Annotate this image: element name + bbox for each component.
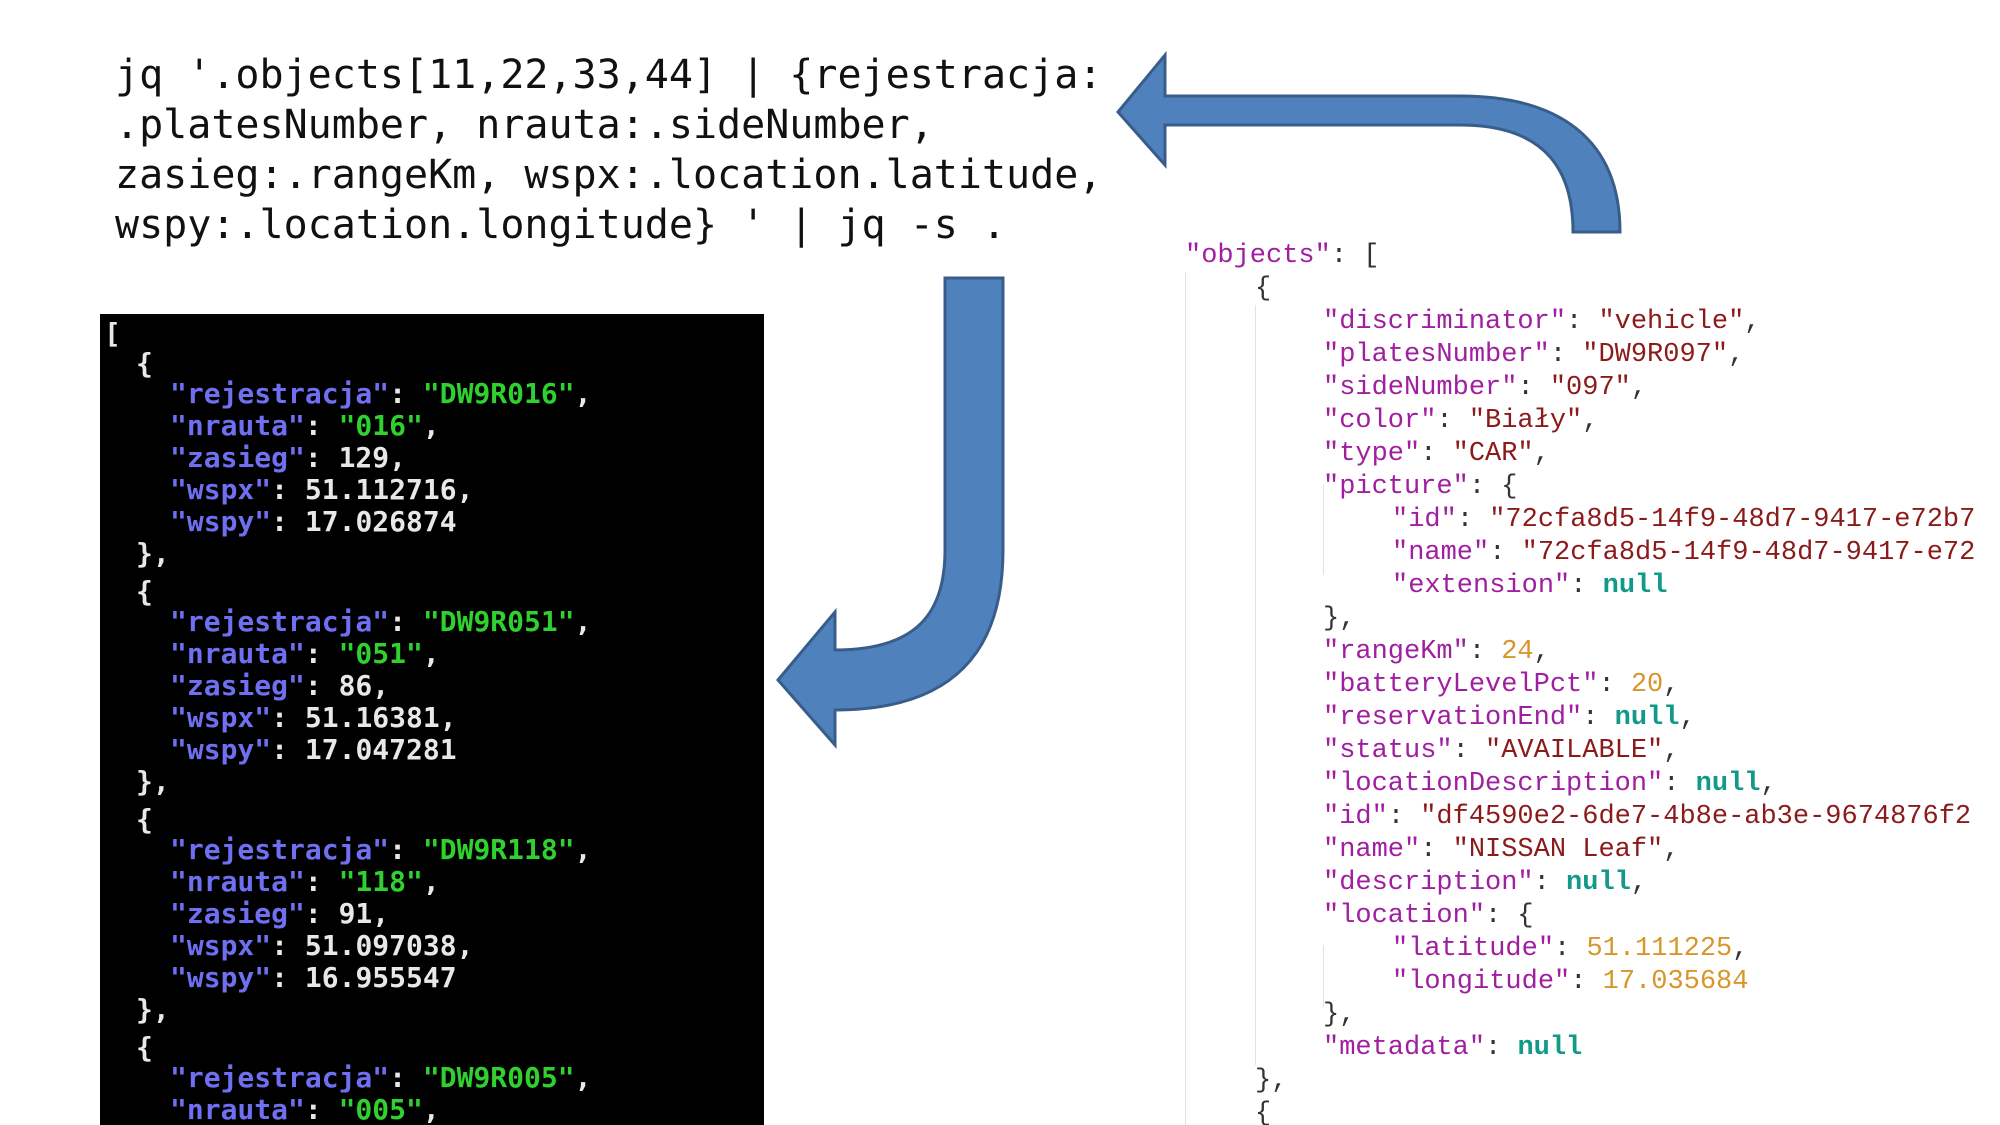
terminal-line: { [136,575,153,608]
terminal-line: { [136,803,153,836]
terminal-line: "nrauta": "118", [170,865,440,898]
jq-command-line: jq '.objects[11,22,33,44] | {rejestracja… [115,52,1103,98]
jq-command-line: wspy:.location.longitude} ' | jq -s . [115,202,1007,248]
terminal-line: "nrauta": "016", [170,409,440,442]
json-line: "status": "AVAILABLE", [1323,736,1680,766]
terminal-line: "nrauta": "051", [170,637,440,670]
indent-guide [1185,272,1186,1125]
terminal-line: "wspx": 51.16381, [170,701,457,734]
json-line: "picture": { [1323,472,1518,502]
curved-arrow-left-icon [1116,50,1622,234]
json-line: "platesNumber": "DW9R097", [1323,340,1745,370]
json-line: "name": "72cfa8d5-14f9-48d7-9417-e72 [1392,538,1976,568]
json-line: "locationDescription": null, [1323,769,1777,799]
json-line: "reservationEnd": null, [1323,703,1696,733]
terminal-line: "wspx": 51.112716, [170,473,474,506]
terminal-line: }, [136,993,170,1026]
json-line: "discriminator": "vehicle", [1323,307,1761,337]
indent-guide [1255,305,1256,1065]
terminal-line: "wspy": 17.026874 [170,505,457,538]
json-line: { [1255,1099,1272,1125]
json-line: "location": { [1323,901,1534,931]
terminal-line: { [136,1031,153,1064]
json-viewer-panel: "objects": [ { "discriminator": "vehicle… [1170,240,2000,1125]
json-line: "longitude": 17.035684 [1392,967,1749,997]
json-line: "batteryLevelPct": 20, [1323,670,1680,700]
json-line: "rangeKm": 24, [1323,637,1550,667]
terminal-line: "zasieg": 86, [170,669,390,702]
json-line: "metadata": null [1323,1033,1583,1063]
terminal-line: "rejestracja": "DW9R118", [170,833,592,866]
json-line: "id": "df4590e2-6de7-4b8e-ab3e-9674876f2 [1323,802,1972,832]
terminal-line: }, [136,537,170,570]
json-line: }, [1323,1000,1356,1030]
terminal-line: "wspy": 17.047281 [170,733,457,766]
indent-guide [1323,485,1324,575]
jq-command: jq '.objects[11,22,33,44] | {rejestracja… [115,50,1115,250]
json-line: "name": "NISSAN Leaf", [1323,835,1680,865]
curved-arrow-down-left-icon [776,276,1005,749]
json-line: }, [1255,1066,1288,1096]
json-line: "description": null, [1323,868,1648,898]
json-line: "type": "CAR", [1323,439,1550,469]
json-line: "color": "Biały", [1323,406,1599,436]
indent-guide [1323,945,1324,1007]
terminal-line: "nrauta": "005", [170,1093,440,1125]
json-line: { [1255,274,1272,304]
json-line: "id": "72cfa8d5-14f9-48d7-9417-e72b7 [1392,505,1976,535]
jq-command-line: zasieg:.rangeKm, wspx:.location.latitude… [115,152,1103,198]
terminal-line: "zasieg": 91, [170,897,390,930]
terminal-line: "wspy": 16.955547 [170,961,457,994]
terminal-line: "rejestracja": "DW9R016", [170,377,592,410]
terminal-line: "rejestracja": "DW9R051", [170,605,592,638]
json-line: "sideNumber": "097", [1323,373,1648,403]
json-line: "extension": null [1392,571,1668,601]
json-line: "objects": [ [1185,241,1380,271]
terminal-line: [ [104,317,121,350]
json-line: }, [1323,604,1356,634]
terminal-line: "wspx": 51.097038, [170,929,474,962]
jq-command-line: .platesNumber, nrauta:.sideNumber, [115,102,934,148]
terminal-output-panel: [ { "rejestracja": "DW9R016", "nrauta": … [100,314,764,1125]
json-line: "latitude": 51.111225, [1392,934,1749,964]
terminal-line: { [136,347,153,380]
terminal-line: }, [136,765,170,798]
terminal-line: "zasieg": 129, [170,441,407,474]
terminal-line: "rejestracja": "DW9R005", [170,1061,592,1094]
